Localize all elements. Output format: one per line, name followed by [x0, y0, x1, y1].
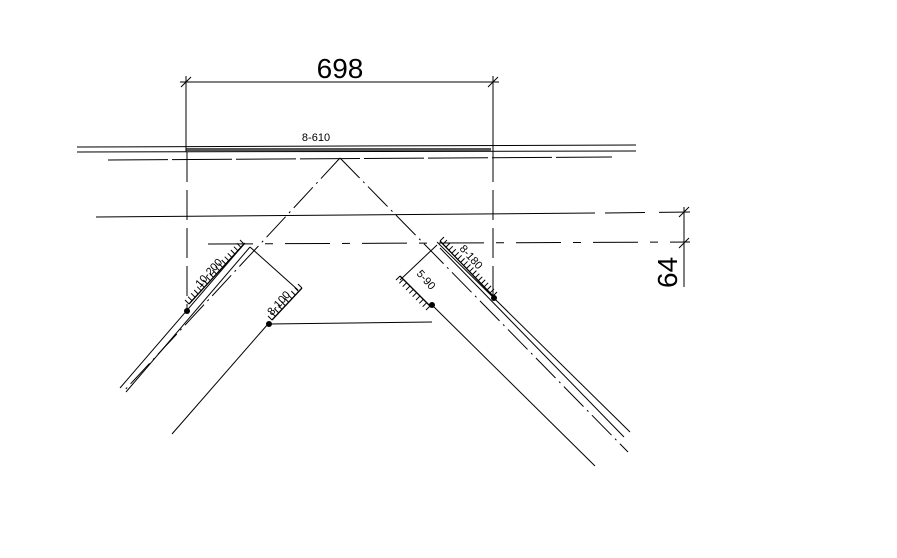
hatch-tick	[206, 276, 211, 282]
hatch-tick	[398, 278, 404, 284]
right-wall-inner	[431, 304, 596, 467]
label-right-inner-rebar: 5-90	[414, 268, 438, 292]
dim-tick	[487, 76, 499, 88]
hatch-tick	[267, 315, 273, 321]
hatch-tick	[270, 312, 276, 317]
left-wall-inner	[171, 323, 269, 435]
dim-tick	[180, 76, 192, 88]
dim-tick	[678, 206, 690, 218]
rebar-line	[188, 243, 245, 305]
hatch-tick	[193, 289, 199, 295]
slab-top-line	[76, 144, 637, 148]
hatch-tick	[230, 249, 236, 255]
right-outer-rebar-hatch	[439, 236, 498, 297]
hatch-tick	[184, 299, 190, 305]
rebar-line	[271, 287, 303, 321]
right-wall-top	[399, 244, 438, 281]
hatch-tick	[472, 270, 477, 275]
hatch-tick	[277, 304, 283, 310]
hatch-tick	[418, 298, 424, 304]
level-line-dash	[604, 211, 691, 214]
hatch-tick	[294, 287, 300, 292]
rebar-line	[399, 275, 431, 307]
hatch-tick	[442, 239, 448, 245]
hatch-tick	[477, 276, 483, 282]
hatch-tick	[284, 297, 290, 303]
hatch-tick	[463, 261, 468, 266]
hatch-tick	[405, 285, 411, 291]
hatch-tick	[457, 254, 463, 260]
left-wall-outer	[119, 242, 246, 389]
hatch-tick	[224, 256, 230, 262]
dimension-height-label: 64	[652, 257, 683, 288]
hatch-tick	[474, 273, 480, 279]
hatch-tick	[454, 251, 460, 257]
hatch-tick	[439, 236, 445, 242]
hatch-tick	[483, 282, 489, 288]
left-outer-rebar-hatch	[184, 239, 245, 305]
hatch-tick	[202, 279, 208, 285]
hatch-tick	[209, 272, 214, 278]
hatch-tick	[212, 269, 217, 275]
hatch-tick	[221, 259, 227, 265]
hatch-tick	[469, 267, 474, 272]
hatch-tick	[415, 295, 421, 301]
label-right-outer-rebar: 8-180	[457, 243, 485, 272]
hatch-tick	[297, 283, 303, 289]
hatch-tick	[233, 246, 239, 252]
hatch-tick	[187, 296, 193, 302]
hatch-tick	[466, 264, 471, 269]
slab-line-2	[76, 150, 637, 153]
left-wall-outer-2	[125, 246, 251, 393]
hatch-tick	[480, 279, 486, 285]
hatch-tick	[287, 294, 293, 300]
hatch-tick	[190, 292, 196, 298]
inner-connector-line	[268, 321, 433, 325]
left-wall-top	[249, 246, 299, 291]
rebar-dot	[184, 308, 190, 314]
hatch-tick	[280, 301, 286, 307]
hatch-tick	[274, 308, 280, 314]
hatch-tick	[460, 258, 465, 263]
hatch-tick	[412, 292, 418, 298]
level-line	[95, 212, 596, 218]
hatch-tick	[408, 288, 414, 294]
hatch-tick	[218, 262, 223, 268]
hatch-tick	[236, 242, 242, 248]
hatch-tick	[425, 305, 431, 311]
hatch-tick	[402, 282, 408, 288]
hatch-tick	[196, 286, 202, 292]
label-top-rebar: 8-610	[302, 132, 330, 144]
hatch-tick	[422, 302, 428, 308]
right-inner-rebar-hatch	[395, 275, 431, 311]
hatch-tick	[199, 282, 205, 288]
hatch-tick	[445, 242, 451, 248]
hatch-tick	[290, 290, 296, 296]
rebar-dot	[491, 295, 497, 301]
dimension-width-label: 698	[317, 53, 364, 84]
hatch-tick	[448, 245, 454, 251]
top-rebar	[186, 148, 491, 151]
hatch-tick	[395, 275, 401, 281]
slab-dashed-line	[107, 156, 613, 161]
hatch-tick	[215, 266, 220, 272]
rebar-line	[439, 240, 494, 297]
right-axis-line	[339, 157, 629, 453]
hatch-tick	[451, 248, 457, 254]
label-left-inner-rebar: 8-100	[265, 289, 293, 318]
hatch-tick	[489, 288, 495, 294]
rebar-dot	[429, 302, 435, 308]
right-wall-outer-2	[439, 247, 625, 438]
level-line-lower	[207, 241, 691, 245]
hatch-tick	[239, 239, 245, 245]
hatch-tick	[486, 285, 492, 291]
hatch-tick	[227, 252, 233, 258]
left-inner-rebar-hatch	[267, 283, 303, 321]
right-wall-outer	[436, 241, 631, 433]
